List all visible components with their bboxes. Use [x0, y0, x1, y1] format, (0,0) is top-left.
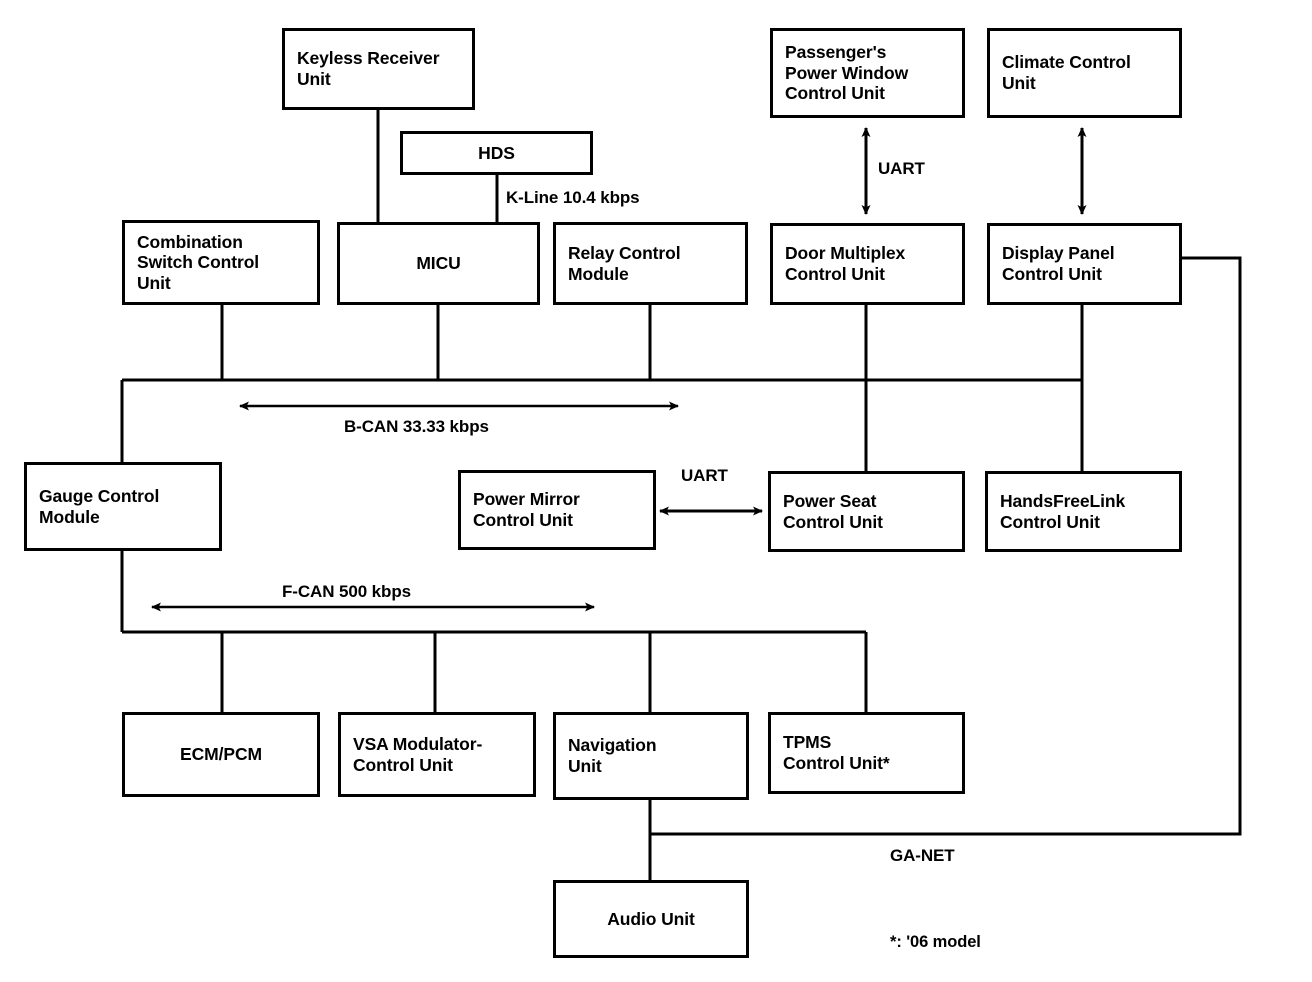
node-hds[interactable]: HDS — [400, 131, 593, 175]
label-uart-power-seat: UART — [681, 466, 728, 485]
node-label: Power Mirror Control Unit — [473, 489, 580, 530]
label-f-can: F-CAN 500 kbps — [282, 582, 411, 601]
node-gauge-control-module[interactable]: Gauge Control Module — [24, 462, 222, 551]
node-label: HandsFreeLink Control Unit — [1000, 490, 1126, 532]
node-display-panel-control-unit[interactable]: Display Panel Control Unit — [987, 223, 1182, 305]
node-climate-control-unit[interactable]: Climate Control Unit — [987, 28, 1182, 118]
label-uart-power-window: UART — [878, 159, 925, 178]
node-label: Door Multiplex Control Unit — [785, 243, 906, 284]
node-label: VSA Modulator- Control Unit — [353, 733, 483, 775]
footnote-06-model: *: '06 model — [890, 933, 981, 951]
label-b-can: B-CAN 33.33 kbps — [344, 417, 489, 436]
node-label: ECM/PCM — [180, 744, 262, 765]
node-label: Navigation Unit — [568, 735, 657, 776]
node-label: Climate Control Unit — [1002, 52, 1131, 93]
label-ga-net: GA-NET — [890, 846, 955, 865]
label-k-line: K-Line 10.4 kbps — [506, 188, 640, 207]
node-label: MICU — [416, 253, 461, 274]
node-door-multiplex-control-unit[interactable]: Door Multiplex Control Unit — [770, 223, 965, 305]
node-audio-unit[interactable]: Audio Unit — [553, 880, 749, 958]
node-vsa-modulator-control-unit[interactable]: VSA Modulator- Control Unit — [338, 712, 536, 797]
node-power-seat-control-unit[interactable]: Power Seat Control Unit — [768, 471, 965, 552]
node-label: Combination Switch Control Unit — [137, 231, 260, 293]
node-passengers-power-window-control-unit[interactable]: Passenger's Power Window Control Unit — [770, 28, 965, 118]
node-navigation-unit[interactable]: Navigation Unit — [553, 712, 749, 800]
node-ecm-pcm[interactable]: ECM/PCM — [122, 712, 320, 797]
node-label: Display Panel Control Unit — [1002, 243, 1115, 284]
node-tpms-control-unit[interactable]: TPMS Control Unit* — [768, 712, 965, 794]
node-label: Power Seat Control Unit — [783, 490, 883, 532]
node-label: Audio Unit — [607, 908, 695, 929]
node-combination-switch-control-unit[interactable]: Combination Switch Control Unit — [122, 220, 320, 305]
node-label: HDS — [478, 142, 515, 163]
node-label: TPMS Control Unit* — [783, 732, 890, 773]
node-label: Relay Control Module — [568, 242, 681, 284]
node-power-mirror-control-unit[interactable]: Power Mirror Control Unit — [458, 470, 656, 550]
node-keyless-receiver-unit[interactable]: Keyless Receiver Unit — [282, 28, 475, 110]
node-relay-control-module[interactable]: Relay Control Module — [553, 222, 748, 305]
node-label: Gauge Control Module — [39, 485, 160, 527]
node-label: Keyless Receiver Unit — [297, 48, 440, 89]
node-micu[interactable]: MICU — [337, 222, 540, 305]
node-label: Passenger's Power Window Control Unit — [785, 42, 909, 104]
node-handsfreelink-control-unit[interactable]: HandsFreeLink Control Unit — [985, 471, 1182, 552]
